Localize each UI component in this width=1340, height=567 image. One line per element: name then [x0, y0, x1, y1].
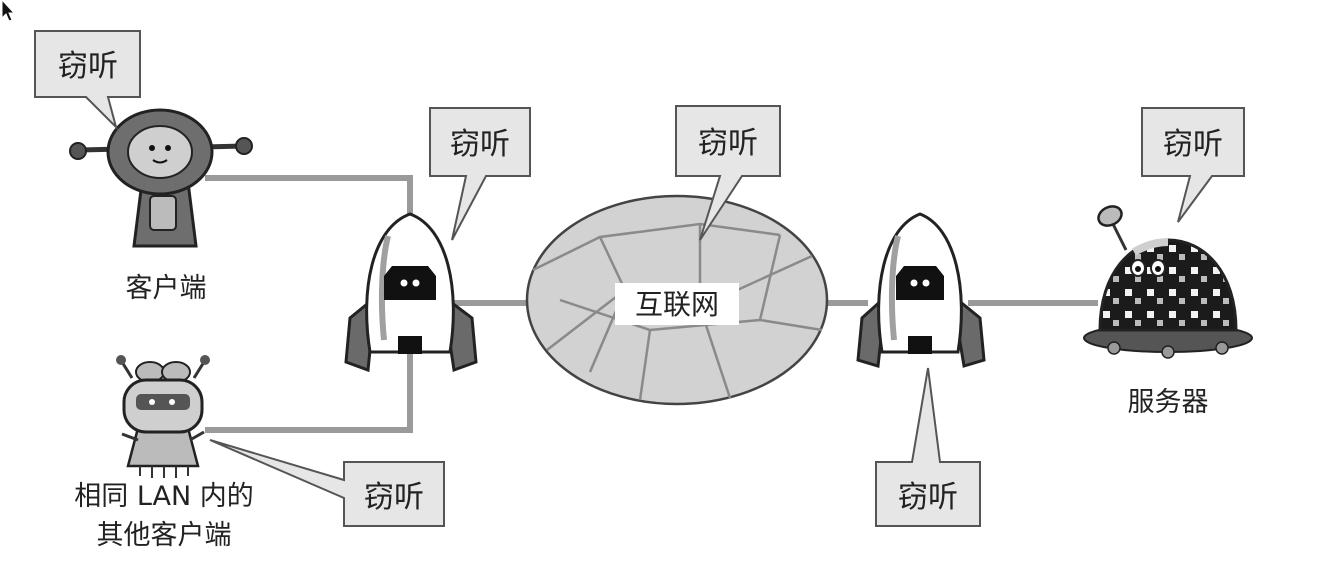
internet-label: 互联网	[635, 288, 719, 321]
client-label: 客户端	[126, 273, 207, 304]
callout-right-router: 窃听	[875, 367, 981, 527]
client-to-router-link	[205, 175, 413, 228]
callout-left-router-text: 窃听	[450, 127, 510, 162]
network-connections	[205, 175, 1098, 433]
callout-lan-text: 窃听	[364, 480, 424, 515]
callout-server-text: 窃听	[1163, 127, 1223, 162]
left-router-rocket	[344, 212, 478, 373]
callout-left-router: 窃听	[429, 107, 531, 241]
callout-internet-text: 窃听	[698, 126, 758, 161]
callout-server: 窃听	[1141, 107, 1245, 223]
callout-internet: 窃听	[675, 105, 781, 241]
server-label: 服务器	[1128, 387, 1209, 418]
callout-client: 窃听	[34, 30, 141, 131]
lan-client-robot	[116, 355, 210, 478]
client-robot	[69, 108, 253, 248]
right-router-rocket	[856, 212, 986, 368]
server-robot	[1083, 205, 1253, 359]
lan-client-label-line2: 其他客户端	[97, 520, 232, 551]
lan-client-to-router-link	[205, 352, 413, 433]
callout-client-text: 窃听	[58, 49, 118, 84]
internet-cloud: 互联网	[525, 194, 829, 406]
mouse-cursor-icon	[1, 0, 16, 22]
callout-lan: 窃听	[209, 439, 445, 527]
lan-client-label-line1: 相同 LAN 内的	[74, 481, 254, 512]
callout-right-router-text: 窃听	[898, 480, 958, 515]
